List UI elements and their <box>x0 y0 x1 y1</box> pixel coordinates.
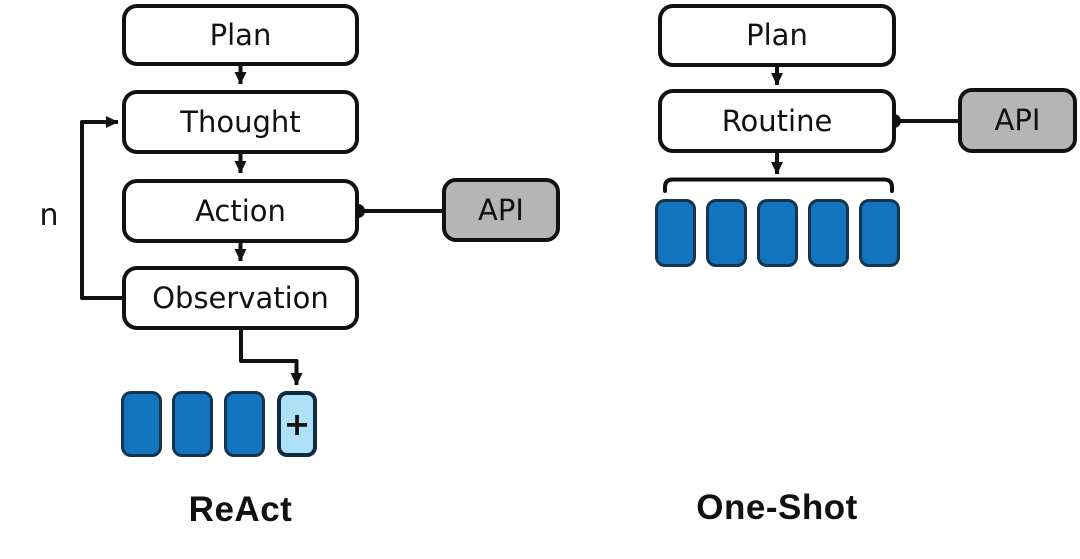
node-thought-label: Thought <box>180 104 301 139</box>
node-api-react-label: API <box>478 192 524 227</box>
node-plan-react-label: Plan <box>209 17 272 52</box>
oneshot-title: One-Shot <box>696 488 858 527</box>
node-api-react: API <box>442 178 560 242</box>
result-chip <box>859 199 900 267</box>
node-action-label: Action <box>195 193 286 228</box>
new-result-chip: + <box>277 391 317 457</box>
node-observation: Observation <box>122 266 359 330</box>
node-routine-label: Routine <box>721 103 833 138</box>
result-chip <box>172 391 213 457</box>
node-plan-oneshot-label: Plan <box>746 18 808 52</box>
node-plan-oneshot: Plan <box>658 4 896 67</box>
arrow-observation-to-new-chip <box>239 330 303 386</box>
loop-count-label: n <box>39 198 59 233</box>
result-chip <box>757 199 798 267</box>
result-chip <box>706 199 747 267</box>
result-chip <box>808 199 849 267</box>
node-thought: Thought <box>122 90 359 154</box>
node-routine: Routine <box>658 89 896 153</box>
plus-icon: + <box>283 405 311 443</box>
result-chip <box>121 391 162 457</box>
loop-arrow-observation-to-thought <box>80 116 122 300</box>
react-title: ReAct <box>188 490 293 529</box>
node-plan-react: Plan <box>122 4 359 66</box>
node-api-oneshot: API <box>958 88 1077 153</box>
node-api-oneshot-label: API <box>994 103 1041 137</box>
result-chip <box>655 199 696 267</box>
node-observation-label: Observation <box>152 280 329 315</box>
group-bracket <box>663 177 894 193</box>
result-chip <box>224 391 265 457</box>
node-action: Action <box>122 179 359 243</box>
